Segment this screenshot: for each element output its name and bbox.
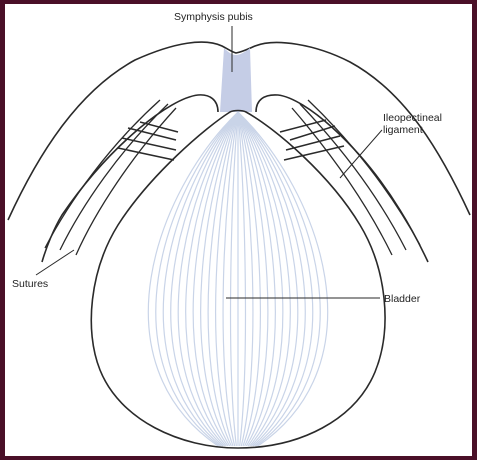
label-bladder: Bladder bbox=[384, 293, 421, 305]
bladder-fiber-line bbox=[231, 112, 238, 446]
leader-lines bbox=[36, 26, 382, 298]
label-ligament: ligament bbox=[383, 124, 423, 136]
bladder-fibers bbox=[148, 112, 327, 446]
ligament-leader bbox=[340, 130, 382, 178]
label-sutures: Sutures bbox=[12, 278, 48, 290]
symphysis-pubis-shape bbox=[220, 48, 252, 112]
bladder-fiber-line bbox=[238, 112, 245, 446]
label-symphysis-pubis: Symphysis pubis bbox=[174, 11, 253, 23]
label-ileopectineal: Ileopectineal bbox=[383, 112, 442, 124]
sutures-leader bbox=[36, 250, 74, 275]
right-sutures bbox=[280, 120, 344, 160]
